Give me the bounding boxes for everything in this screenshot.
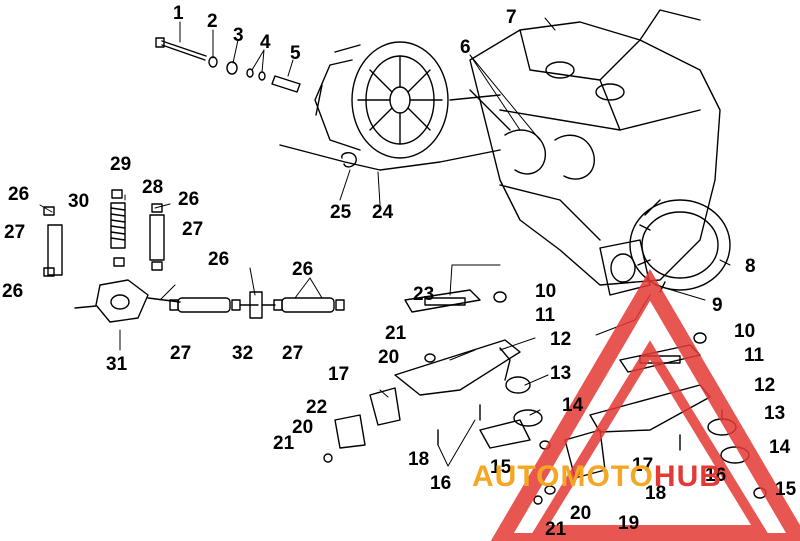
callout-16a: 16 (430, 473, 452, 494)
callout-11b: 11 (744, 345, 765, 366)
spring-clip-25 (341, 152, 357, 168)
callout-13a: 13 (550, 363, 572, 384)
callout-21a: 21 (273, 433, 295, 454)
callout-20b: 20 (570, 503, 592, 524)
callout-6: 6 (460, 37, 471, 58)
belt-line (279, 144, 501, 171)
callout-30: 30 (68, 191, 90, 212)
callout-14b: 14 (769, 437, 791, 458)
callout-27b: 27 (182, 219, 204, 240)
callout-4: 4 (260, 32, 271, 53)
callout-2: 2 (207, 11, 218, 32)
cable-line (449, 89, 511, 131)
watermark-text: AUTOMOTOHUB (472, 462, 722, 492)
bolt-set (155, 37, 301, 93)
callout-21b: 21 (545, 519, 567, 540)
leader-lines (39, 17, 731, 467)
callout-12b: 12 (754, 375, 776, 396)
callout-27a: 27 (4, 222, 26, 243)
callout-25: 25 (330, 202, 352, 223)
callout-20c: 20 (378, 347, 400, 368)
callout-16b: 16 (705, 465, 727, 486)
callout-19: 19 (618, 513, 640, 534)
callout-12a: 12 (550, 329, 572, 350)
watermark-logo (490, 269, 800, 541)
callout-23: 23 (413, 284, 435, 305)
callout-17a: 17 (632, 455, 654, 476)
callout-28: 28 (142, 177, 164, 198)
watermark-moto: MOTO (560, 460, 654, 493)
callout-18a: 18 (408, 449, 430, 470)
callout-26c: 26 (2, 281, 24, 302)
callout-3: 3 (233, 25, 244, 46)
callout-27d: 27 (282, 343, 304, 364)
callout-31: 31 (106, 354, 128, 375)
engine-block (469, 9, 721, 286)
callout-8: 8 (745, 256, 756, 277)
callout-26a: 26 (8, 184, 30, 205)
callout-13b: 13 (764, 403, 786, 424)
callout-21c: 21 (385, 323, 407, 344)
callout-15a: 15 (490, 457, 512, 478)
callout-18b: 18 (645, 483, 667, 504)
callout-26d: 26 (208, 249, 230, 270)
callout-29: 29 (110, 154, 132, 175)
callout-26e: 26 (292, 259, 314, 280)
callout-17b: 17 (328, 364, 350, 385)
callout-10b: 10 (734, 321, 756, 342)
callout-15b: 15 (775, 479, 797, 500)
watermark-auto: AUTO (472, 460, 561, 493)
callout-22: 22 (306, 397, 328, 418)
clutch-assembly (314, 41, 449, 159)
callout-10a: 10 (535, 281, 557, 302)
callout-5: 5 (290, 43, 301, 64)
callout-32: 32 (232, 343, 254, 364)
watermark-hub: HUB (653, 460, 722, 493)
callout-14a: 14 (562, 395, 584, 416)
callout-24: 24 (372, 202, 394, 223)
callout-27c: 27 (170, 343, 192, 364)
callout-26b: 26 (178, 189, 200, 210)
callout-9: 9 (712, 295, 723, 316)
fuel-line-hardware (43, 189, 345, 323)
callout-7: 7 (506, 7, 517, 28)
callout-20a: 20 (292, 417, 314, 438)
callout-1: 1 (173, 3, 184, 24)
callout-11a: 11 (535, 305, 556, 326)
recoil-starter (599, 199, 731, 296)
